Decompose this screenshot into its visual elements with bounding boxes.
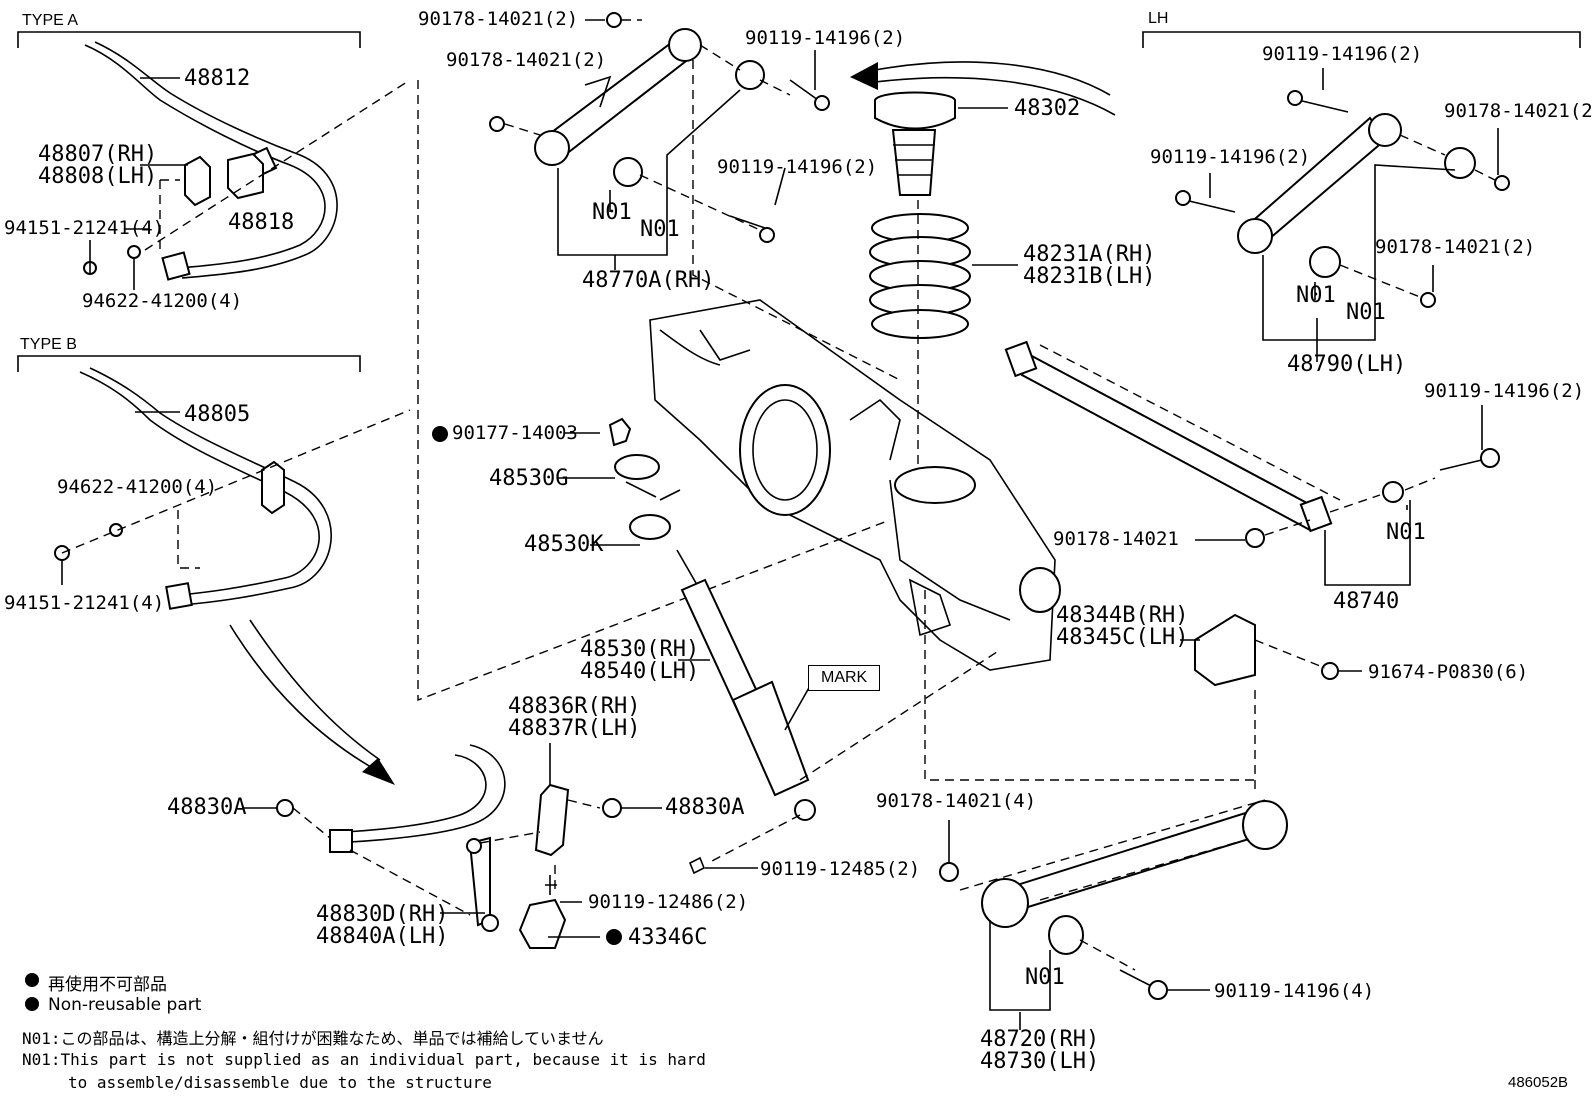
part-48805: 48805	[184, 402, 251, 427]
stabilizer-bar-type-a	[83, 41, 338, 281]
part-43346C: 43346C	[628, 925, 708, 950]
legend-n01-en-1: N01:This part is not supplied as an indi…	[22, 1050, 706, 1069]
upper-arm-rh	[534, 28, 765, 187]
part-90119-14196-4: 90119-14196(4)	[1214, 980, 1375, 1002]
section-type-a: TYPE A	[22, 12, 79, 29]
part-94151-b: 94151-21241(4)	[4, 592, 165, 614]
stabilizer-bar-type-b	[54, 367, 332, 610]
part-48830A-left: 48830A	[167, 795, 247, 820]
part-48302: 48302	[1014, 96, 1081, 121]
lh-part-90119-2: 90119-14196(2)	[1150, 146, 1311, 168]
part-48344B: 48344B(RH)	[1056, 603, 1189, 628]
section-lh: LH	[1148, 10, 1169, 27]
part-90178-right: 90178-14021	[1053, 528, 1179, 550]
lh-part-90178-2: 90178-14021(2)	[1375, 236, 1536, 258]
part-90119-mid: 90119-14196(2)	[717, 156, 878, 178]
n01-label: N01	[1386, 520, 1426, 545]
part-94622-a: 94622-41200(4)	[82, 290, 243, 312]
part-90119-top: 90119-14196(2)	[745, 27, 906, 49]
part-48345C: 48345C(LH)	[1056, 625, 1189, 650]
part-91674: 91674-P0830(6)	[1368, 661, 1529, 683]
part-90178-top-2: 90178-14021(2)	[446, 49, 607, 71]
mark-callout: MARK	[808, 665, 881, 691]
part-48770A: 48770A(RH)	[582, 268, 715, 293]
type-a-bracket	[17, 31, 361, 48]
part-48837R: 48837R(LH)	[508, 716, 641, 741]
part-48231B: 48231B(LH)	[1023, 264, 1156, 289]
rear-axle-housing	[649, 299, 1061, 671]
part-48530: 48530(RH)	[580, 637, 700, 662]
part-90178-top-1: 90178-14021(2)	[418, 8, 579, 30]
section-type-b: TYPE B	[20, 336, 77, 353]
n01-label: N01	[592, 200, 632, 225]
legend-n01-jp: N01:この部品は、構造上分解・組付けが困難なため、単品では補給していません	[22, 1029, 604, 1048]
part-48540: 48540(LH)	[580, 659, 700, 684]
part-90119-right: 90119-14196(2)	[1424, 380, 1585, 402]
part-90119-12486: 90119-12486(2)	[588, 891, 749, 913]
lower-arm-bracket	[1194, 613, 1339, 687]
part-90178-4: 90178-14021(4)	[876, 790, 1037, 812]
part-48830D: 48830D(RH)	[316, 902, 449, 927]
part-48830A-right: 48830A	[665, 795, 745, 820]
n01-label: N01	[1296, 283, 1336, 308]
shock-absorber	[608, 417, 816, 821]
legend-jp-nonreusable: 再使用不可部品	[48, 975, 167, 995]
n01-label: N01	[640, 217, 680, 242]
lh-part-90178-1: 90178-14021(2)	[1444, 100, 1592, 122]
part-94151-a: 94151-21241(4)	[4, 217, 165, 239]
lower-control-arm	[939, 800, 1288, 1000]
type-b-bracket	[17, 355, 361, 372]
part-48836R: 48836R(RH)	[508, 694, 641, 719]
n01-label: N01	[1025, 965, 1065, 990]
lateral-control-rod	[1004, 340, 1500, 548]
part-48812: 48812	[184, 66, 251, 91]
part-48530G: 48530G	[489, 466, 569, 491]
n01-label: N01	[1346, 300, 1386, 325]
lh-bracket	[1142, 31, 1581, 48]
part-48530K: 48530K	[524, 532, 604, 557]
reference-code: 486052B	[1508, 1074, 1569, 1091]
part-94622-b: 94622-41200(4)	[57, 476, 218, 498]
legend-en-nonreusable: Non-reusable part	[48, 995, 202, 1015]
part-48807: 48807(RH)	[38, 142, 158, 167]
lh-part-90119-1: 90119-14196(2)	[1262, 43, 1423, 65]
part-48730: 48730(LH)	[980, 1049, 1100, 1074]
part-90119-12485: 90119-12485(2)	[760, 858, 921, 880]
part-48740: 48740	[1333, 589, 1400, 614]
bump-stop-and-spring	[869, 91, 971, 339]
part-48720: 48720(RH)	[980, 1027, 1100, 1052]
part-48840A: 48840A(LH)	[316, 924, 449, 949]
part-48790: 48790(LH)	[1287, 352, 1407, 377]
part-48231A: 48231A(RH)	[1023, 242, 1156, 267]
legend-n01-en-2: to assemble/disassemble due to the struc…	[68, 1073, 492, 1092]
part-90177: 90177-14003	[452, 422, 578, 444]
part-48818: 48818	[228, 210, 295, 235]
part-48808: 48808(LH)	[38, 164, 158, 189]
stabilizer-link-bracket	[276, 744, 622, 949]
